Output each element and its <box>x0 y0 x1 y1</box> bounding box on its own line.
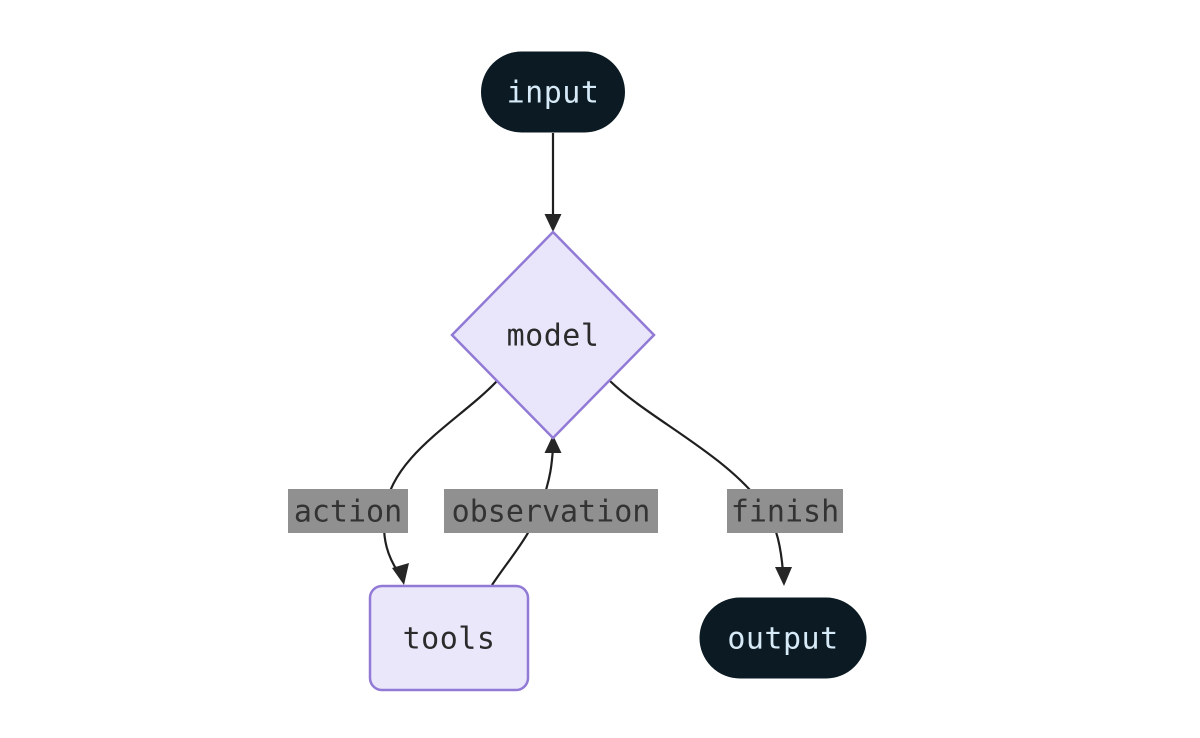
edge-label-finish-bg <box>727 489 843 533</box>
edge-label-observation-bg <box>444 489 658 533</box>
edge-label-action: action <box>288 489 408 533</box>
node-tools[interactable]: tools <box>368 584 530 692</box>
edge-label-observation-text: observation <box>452 495 651 530</box>
edge-label-action-bg <box>288 489 408 533</box>
node-output-label: output <box>727 622 838 657</box>
arrowhead-input-to-model <box>544 214 562 232</box>
node-output[interactable]: output <box>699 597 867 679</box>
edge-label-action-text: action <box>294 495 402 530</box>
node-output-shape <box>699 597 867 679</box>
node-tools-shape <box>368 584 530 692</box>
arrowhead-model-to-tools <box>392 563 409 585</box>
edge-path-model-to-output <box>609 380 785 573</box>
node-model-label: model <box>507 319 600 354</box>
edge-model-to-output[interactable] <box>609 380 792 586</box>
edge-path-model-to-tools <box>382 380 498 573</box>
node-input-label: input <box>507 76 600 111</box>
edge-input-to-model[interactable] <box>544 133 562 232</box>
edge-label-observation: observation <box>444 489 658 533</box>
node-input[interactable]: input <box>481 51 625 133</box>
node-tools-label: tools <box>403 622 496 657</box>
edge-label-finish-text: finish <box>731 495 839 530</box>
edge-label-group: action observation finish <box>288 489 843 533</box>
edge-label-finish: finish <box>727 489 843 533</box>
node-input-shape <box>481 51 625 133</box>
arrowhead-tools-to-model <box>544 435 562 453</box>
node-group: input model tools output <box>368 51 867 692</box>
edge-model-to-tools[interactable] <box>382 380 498 585</box>
node-model-shape <box>450 230 656 440</box>
arrowhead-model-to-output <box>775 567 792 586</box>
node-model[interactable]: model <box>450 230 656 440</box>
